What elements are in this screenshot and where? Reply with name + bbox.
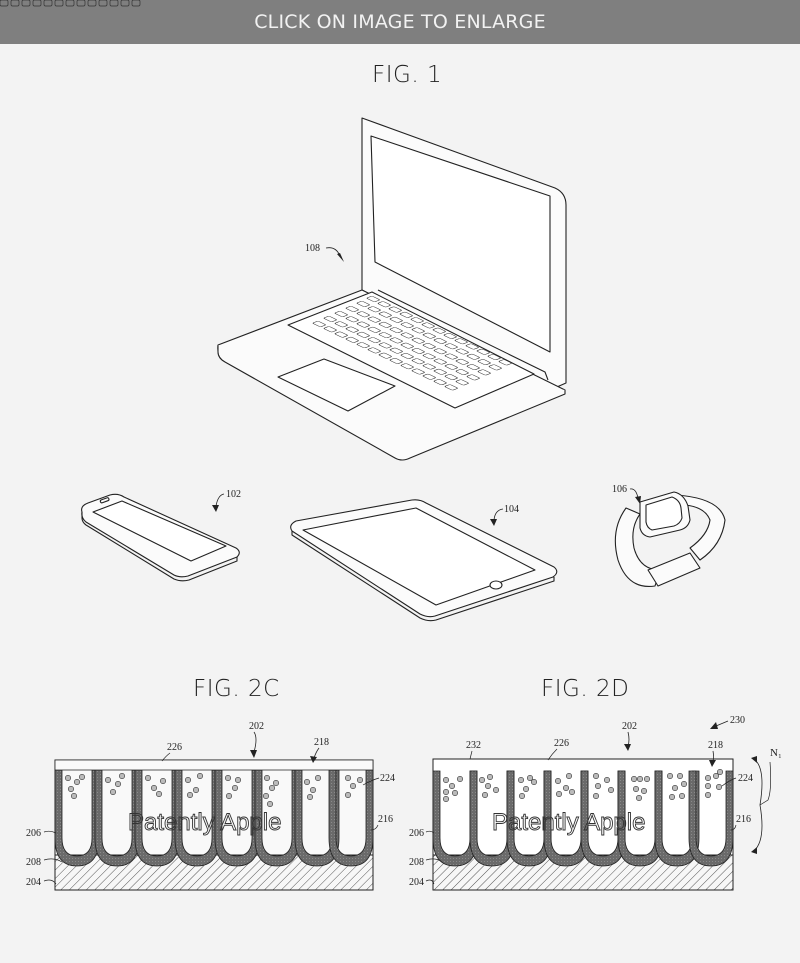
svg-text:224: 224 (380, 773, 395, 784)
watch-drawing (614, 491, 726, 588)
svg-text:206: 206 (409, 828, 424, 839)
fig2c-reference-labels: 202 226 218 224 216 206 208 204 (26, 721, 395, 888)
fig2d-reference-labels: 230 202 232 226 218 224 216 206 208 204 … (409, 715, 782, 888)
svg-text:230: 230 (730, 715, 745, 726)
svg-text:226: 226 (167, 742, 182, 753)
svg-text:216: 216 (378, 814, 393, 825)
svg-text:202: 202 (622, 721, 637, 732)
svg-text:204: 204 (26, 877, 41, 888)
svg-text:216: 216 (736, 814, 751, 825)
svg-text:224: 224 (738, 773, 753, 784)
phone-drawing (81, 493, 240, 582)
keyboard-keys (0, 0, 513, 391)
svg-text:232: 232 (466, 740, 481, 751)
laptop-ref-108: 108 (305, 243, 344, 262)
fig2d-title: FIG. 2D (541, 676, 630, 702)
svg-text:204: 204 (409, 877, 424, 888)
fig2d-cross-section: Patently Apple (432, 758, 734, 891)
fig2c-title: FIG. 2C (193, 676, 280, 702)
fig1-title: FIG. 1 (372, 62, 443, 88)
svg-text:106: 106 (612, 484, 627, 495)
svg-text:208: 208 (26, 857, 41, 868)
tablet-ref-104: 104 (490, 504, 519, 526)
svg-text:206: 206 (26, 828, 41, 839)
enlarge-banner[interactable]: CLICK ON IMAGE TO ENLARGE (0, 0, 800, 44)
fig2d-watermark: Patently Apple (492, 809, 645, 836)
svg-text:102: 102 (226, 489, 241, 500)
watch-ref-106: 106 (612, 484, 641, 504)
phone-ref-102: 102 (212, 489, 241, 512)
svg-text:208: 208 (409, 857, 424, 868)
svg-text:202: 202 (249, 721, 264, 732)
fig2c-cross-section: Patently Apple (54, 759, 374, 891)
svg-text:218: 218 (314, 737, 329, 748)
svg-text:N₁: N₁ (770, 747, 782, 759)
tablet-drawing (290, 499, 558, 622)
svg-text:108: 108 (305, 243, 320, 254)
fig2c-watermark: Patently Apple (128, 809, 281, 836)
svg-text:104: 104 (504, 504, 519, 515)
laptop-drawing (217, 117, 567, 461)
svg-text:226: 226 (554, 738, 569, 749)
svg-text:218: 218 (708, 740, 723, 751)
